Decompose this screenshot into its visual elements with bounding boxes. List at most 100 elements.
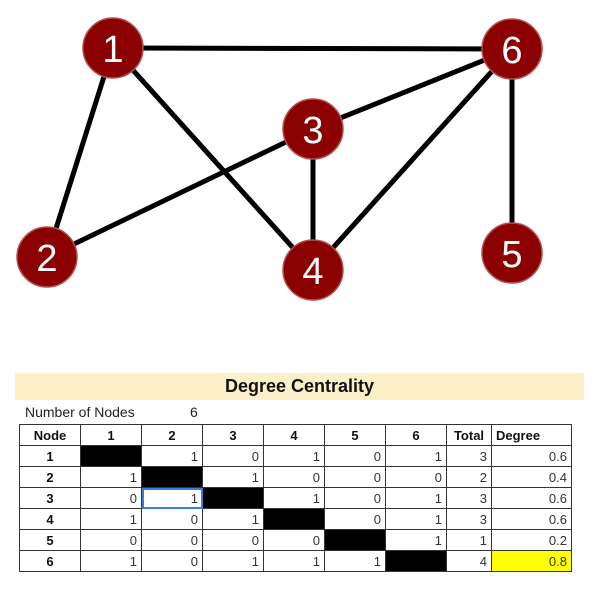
adjacency-cell[interactable]: 0 <box>80 487 142 509</box>
node-circle <box>82 17 144 79</box>
node-label: 2 <box>36 238 57 280</box>
node-2: 2 <box>16 226 78 288</box>
adjacency-cell[interactable]: 0 <box>202 529 264 551</box>
adjacency-cell[interactable]: 0 <box>385 466 447 488</box>
node-6: 6 <box>481 18 543 80</box>
node-circle <box>282 98 344 160</box>
header-col-2: 2 <box>141 424 203 446</box>
total-cell[interactable]: 1 <box>446 529 492 551</box>
node-circle <box>282 239 344 301</box>
adjacency-cell[interactable]: 1 <box>202 508 264 530</box>
diagonal-cell[interactable] <box>141 466 203 488</box>
sheet-title: Degree Centrality <box>15 373 584 400</box>
edge-3-6 <box>312 46 513 132</box>
header-degree: Degree <box>491 424 572 446</box>
row-node-label: 2 <box>19 466 81 488</box>
adjacency-cell[interactable]: 1 <box>202 466 264 488</box>
header-col-1: 1 <box>80 424 142 446</box>
number-of-nodes-label: Number of Nodes <box>25 404 135 420</box>
adjacency-cell[interactable]: 1 <box>324 550 386 572</box>
header-total: Total <box>446 424 492 446</box>
adjacency-cell[interactable]: 0 <box>324 466 386 488</box>
node-1: 1 <box>82 17 144 79</box>
node-5: 5 <box>481 222 543 284</box>
edge-4-6 <box>311 47 514 272</box>
adjacency-cell[interactable]: 0 <box>263 466 325 488</box>
edge-2-3 <box>45 126 315 260</box>
adjacency-cell[interactable]: 0 <box>324 445 386 467</box>
adjacency-cell[interactable]: 0 <box>263 529 325 551</box>
edge-1-2 <box>44 47 116 258</box>
total-cell[interactable]: 3 <box>446 508 492 530</box>
node-circle <box>16 226 78 288</box>
total-cell[interactable]: 3 <box>446 445 492 467</box>
node-label: 5 <box>501 234 522 276</box>
header-node: Node <box>19 424 81 446</box>
degree-cell[interactable]: 0.6 <box>491 487 572 509</box>
row-node-label: 1 <box>19 445 81 467</box>
header-col-4: 4 <box>263 424 325 446</box>
adjacency-cell[interactable]: 1 <box>141 445 203 467</box>
row-node-label: 6 <box>19 550 81 572</box>
header-col-3: 3 <box>202 424 264 446</box>
node-4: 4 <box>282 239 344 301</box>
diagonal-cell[interactable] <box>385 550 447 572</box>
header-col-5: 5 <box>324 424 386 446</box>
adjacency-cell[interactable]: 0 <box>324 487 386 509</box>
edge-1-4 <box>111 46 315 272</box>
node-label: 1 <box>102 29 123 71</box>
header-col-6: 6 <box>385 424 447 446</box>
node-circle <box>481 222 543 284</box>
node-label: 6 <box>501 30 522 72</box>
adjacency-cell[interactable]: 0 <box>324 508 386 530</box>
total-cell[interactable]: 4 <box>446 550 492 572</box>
network-graph: 1 2 3 4 5 6 <box>16 17 543 301</box>
degree-cell[interactable]: 0.6 <box>491 445 572 467</box>
adjacency-cell[interactable]: 1 <box>385 445 447 467</box>
node-label: 4 <box>302 251 323 293</box>
adjacency-cell[interactable]: 0 <box>141 550 203 572</box>
adjacency-cell[interactable]: 0 <box>80 529 142 551</box>
header-row: Node 1 2 3 4 5 6 Total Degree <box>19 424 572 446</box>
total-cell[interactable]: 2 <box>446 466 492 488</box>
row-node-label: 5 <box>19 529 81 551</box>
row-node-label: 4 <box>19 508 81 530</box>
adjacency-cell[interactable]: 1 <box>263 487 325 509</box>
adjacency-cell[interactable]: 1 <box>80 550 142 572</box>
adjacency-cell[interactable]: 0 <box>202 445 264 467</box>
adjacency-cell[interactable]: 0 <box>141 529 203 551</box>
adjacency-cell[interactable]: 0 <box>141 508 203 530</box>
adjacency-cell[interactable]: 1 <box>263 445 325 467</box>
adjacency-cell[interactable]: 1 <box>385 529 447 551</box>
graph-edges <box>44 45 515 272</box>
number-of-nodes-value: 6 <box>190 404 198 420</box>
diagonal-cell[interactable] <box>202 487 264 509</box>
adjacency-cell[interactable]: 1 <box>202 550 264 572</box>
adjacency-cell[interactable]: 1 <box>141 487 203 509</box>
adjacency-cell[interactable]: 1 <box>80 508 142 530</box>
adjacency-cell[interactable]: 1 <box>263 550 325 572</box>
adjacency-cell[interactable]: 1 <box>80 466 142 488</box>
degree-cell[interactable]: 0.4 <box>491 466 572 488</box>
node-3: 3 <box>282 98 344 160</box>
adjacency-cell[interactable]: 1 <box>385 508 447 530</box>
node-circle <box>481 18 543 80</box>
diagonal-cell[interactable] <box>80 445 142 467</box>
degree-cell[interactable]: 0.6 <box>491 508 572 530</box>
degree-cell[interactable]: 0.2 <box>491 529 572 551</box>
adjacency-cell[interactable]: 1 <box>385 487 447 509</box>
graph-nodes: 1 2 3 4 5 6 <box>16 17 543 301</box>
degree-cell[interactable]: 0.8 <box>491 550 572 572</box>
row-node-label: 3 <box>19 487 81 509</box>
diagonal-cell[interactable] <box>263 508 325 530</box>
diagonal-cell[interactable] <box>324 529 386 551</box>
total-cell[interactable]: 3 <box>446 487 492 509</box>
node-label: 3 <box>302 110 323 152</box>
